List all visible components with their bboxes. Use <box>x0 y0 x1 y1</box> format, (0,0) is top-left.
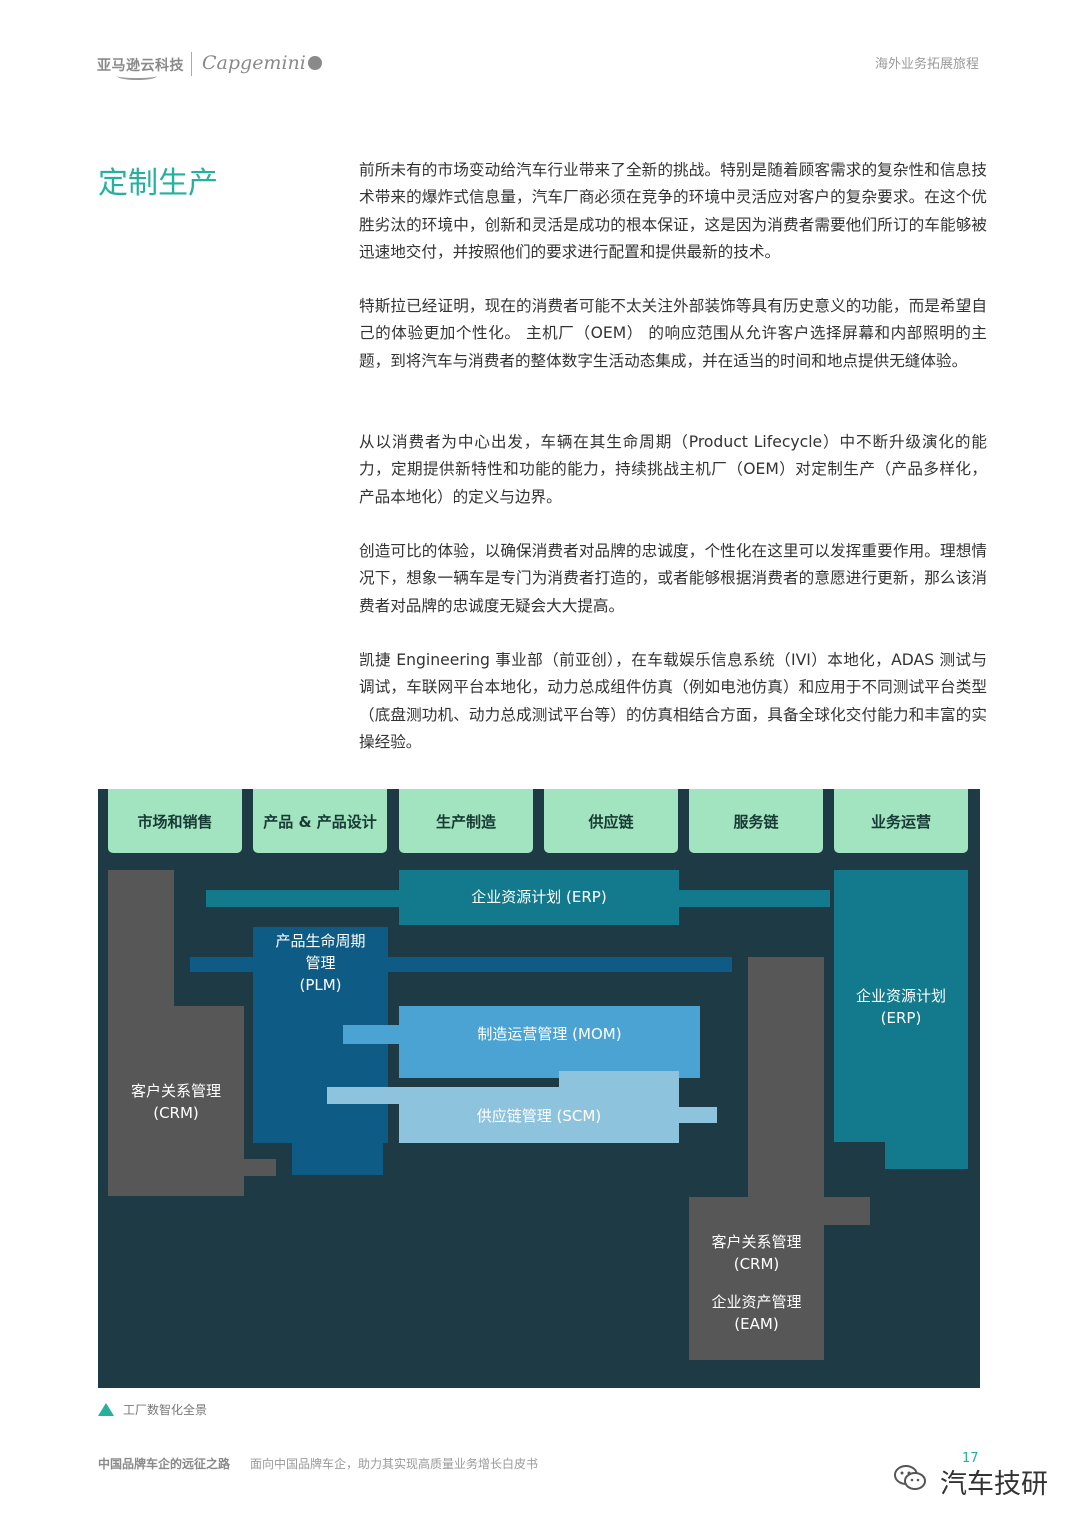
scm-label: 供应链管理 (SCM) <box>476 1107 602 1125</box>
plm-label: 产品生命周期 管理 (PLM) <box>275 932 366 994</box>
erp-right-foot <box>885 1089 968 1169</box>
paragraph-2: 特斯拉已经证明，现在的消费者可能不太关注外部装饰等具有历史意义的功能，而是希望自… <box>359 297 987 370</box>
diagram-caption: 工厂数智化全景 <box>123 1403 208 1417</box>
factory-landscape-diagram: 市场和销售 产品 & 产品设计 生产制造 供应链 服务链 业务运营 企业资源计划… <box>98 789 980 1388</box>
mom-stub <box>343 1025 401 1044</box>
paragraph-5: 凯捷 Engineering 事业部（前亚创），在车载娱乐信息系统（IVI）本地… <box>359 651 987 751</box>
amazon-logo: 亚马逊云科技 <box>97 55 184 80</box>
scm-block <box>399 1087 679 1143</box>
section-title: 定制生产 <box>98 166 218 201</box>
category-marketing-sales: 市场和销售 <box>108 789 242 853</box>
footer-subtitle: 面向中国品牌车企，助力其实现高质量业务增长白皮书 <box>250 1457 539 1471</box>
wechat-icon <box>894 1465 926 1490</box>
paragraph-1: 前所未有的市场变动给汽车行业带来了全新的挑战。特别是随着顾客需求的复杂性和信息技… <box>359 161 987 261</box>
crm-eam-block <box>689 1197 824 1360</box>
capgemini-spade-icon <box>307 56 322 70</box>
page-number: 17 <box>962 1451 979 1466</box>
caption-triangle-icon <box>98 1403 114 1416</box>
mom-label: 制造运营管理 (MOM) <box>477 1025 622 1043</box>
erp-right-label: 企业资源计划 (ERP) <box>855 987 946 1027</box>
paragraph-3: 从以消费者为中心出发，车辆在其生命周期（Product Lifecycle）中不… <box>359 433 987 506</box>
crm-left-foot <box>108 1159 276 1176</box>
watermark-text: 汽车技研 <box>940 1469 1048 1500</box>
mom-block <box>399 1006 700 1078</box>
eam-label: 企业资产管理 (EAM) <box>711 1293 802 1333</box>
logo-divider <box>191 52 192 76</box>
category-product-design: 产品 & 产品设计 <box>253 789 387 853</box>
crm-right-label: 客户关系管理 (CRM) <box>711 1233 802 1273</box>
erp-top-label: 企业资源计划 (ERP) <box>471 888 607 906</box>
category-service-chain: 服务链 <box>689 789 823 853</box>
scm-stub-right <box>679 1107 717 1123</box>
erp-top-block <box>399 870 679 925</box>
footer-title: 中国品牌车企的远征之路 <box>98 1457 231 1471</box>
category-supply-chain: 供应链 <box>544 789 678 853</box>
crm-left-label: 客户关系管理 (CRM) <box>130 1082 221 1122</box>
capgemini-logo: Capgemini <box>202 52 322 74</box>
paragraph-4: 创造可比的体验，以确保消费者对品牌的忠诚度，个性化在这里可以发挥重要作用。理想情… <box>359 542 987 615</box>
category-business-operations: 业务运营 <box>834 789 968 853</box>
crm-right-upper <box>748 957 824 1197</box>
header-title: 海外业务拓展旅程 <box>874 57 979 72</box>
category-manufacturing: 生产制造 <box>399 789 533 853</box>
